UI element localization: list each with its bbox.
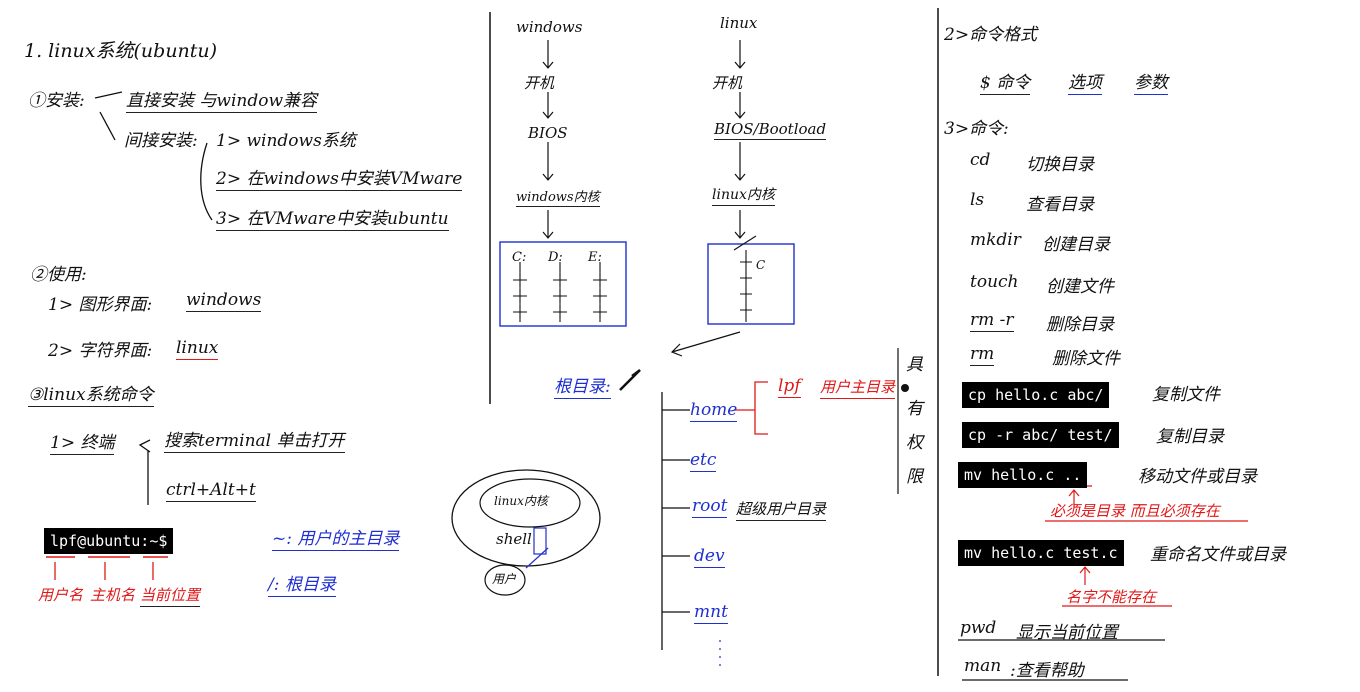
terminal-cp-file: cp hello.c abc/ (962, 382, 1110, 408)
cmd-rm: rm (970, 344, 995, 366)
cmd-rm-desc: 删除文件 (1052, 349, 1120, 369)
mv-desc: 移动文件或目录 (1138, 467, 1257, 487)
user-circle-label: 用户 (492, 572, 517, 586)
windows-drive-c: C: (512, 250, 527, 265)
lpf-dir: lpf (778, 376, 801, 398)
slash-note: /: 根目录 (268, 570, 336, 597)
command-format-label: 2>命令格式 (944, 25, 1038, 45)
rename-desc: 重命名文件或目录 (1150, 545, 1286, 565)
direct-install: 直接安装 与window兼容 (126, 86, 318, 113)
gui-value: windows (186, 290, 262, 312)
tree-etc: etc (690, 450, 717, 472)
cmd-touch-desc: 创建文件 (1046, 277, 1114, 297)
install-step-3: 3> 在VMware中安装ubuntu (216, 204, 449, 231)
prompt-location-note: 当前位置 (140, 584, 201, 607)
linux-boot-bios: BIOS/Bootload (714, 120, 827, 140)
cmd-pwd: pwd (960, 618, 997, 638)
windows-drive-e: E: (588, 250, 602, 265)
mv-dir-note: 必须是目录 而且必须存在 (1050, 502, 1220, 520)
prompt-host-note: 主机名 (90, 586, 136, 604)
terminal-mv-rename: mv hello.c test.c (958, 540, 1124, 566)
tilde-note: ~: 用户的主目录 (272, 524, 400, 551)
root-note: 超级用户目录 (736, 498, 827, 521)
install-step-1: 1> windows系统 (216, 131, 356, 151)
indirect-install: 间接安装: (124, 131, 198, 151)
cmd-mkdir-desc: 创建目录 (1042, 235, 1110, 255)
windows-boot-title: windows (516, 18, 583, 36)
cmd-man-desc: :查看帮助 (1010, 661, 1084, 681)
shell-label: shell (496, 530, 532, 548)
cmd-rm-r: rm -r (970, 310, 1014, 332)
tree-mnt: mnt (694, 602, 728, 624)
format-option: 选项 (1068, 68, 1102, 95)
install-step-2: 2> 在windows中安装VMware (216, 164, 463, 191)
terminal-label: 1> 终端 (50, 428, 115, 455)
use-label: ②使用: (30, 265, 87, 285)
cmd-mkdir: mkdir (970, 230, 1021, 250)
linux-boot-power: 开机 (712, 74, 743, 92)
cmd-touch: touch (970, 272, 1019, 292)
cmd-man: man (964, 656, 1002, 676)
cli-label: 2> 字符界面: (48, 341, 153, 361)
lpf-note: 用户主目录 (820, 376, 896, 399)
windows-boot-power: 开机 (524, 74, 555, 92)
tree-dev: dev (694, 546, 725, 568)
root-dir-label: 根目录: (554, 372, 611, 399)
terminal-cp-dir: cp -r abc/ test/ (962, 422, 1119, 448)
rename-note: 名字不能存在 (1066, 588, 1157, 606)
perm-4: 限 (906, 467, 923, 487)
terminal-prompt: lpf@ubuntu:~$ (44, 528, 174, 554)
cp-dir-desc: 复制目录 (1156, 427, 1224, 447)
linux-boot-title: linux (720, 14, 758, 32)
linux-kernel: linux内核 (712, 184, 775, 206)
gui-label: 1> 图形界面: (48, 295, 153, 315)
search-terminal: 搜索terminal 单击打开 (164, 426, 345, 453)
perm-3: 权 (906, 433, 923, 453)
cmd-ls: ls (970, 190, 985, 210)
terminal-mv-parent: mv hello.c .. (958, 462, 1088, 488)
tree-home: home (690, 400, 738, 422)
kernel-circle-label: linux内核 (494, 494, 548, 508)
cmd-rm-r-desc: 删除目录 (1046, 315, 1114, 335)
format-command: $ 命令 (980, 68, 1031, 95)
format-argument: 参数 (1134, 68, 1168, 95)
cli-value: linux (176, 338, 219, 360)
install-label: ①安装: (28, 91, 85, 111)
cmd-pwd-desc: 显示当前位置 (1016, 623, 1118, 643)
cmd-ls-desc: 查看目录 (1026, 195, 1094, 215)
commands-label: ③linux系统命令 (28, 380, 154, 407)
windows-drive-d: D: (548, 250, 563, 265)
cmd-cd: cd (970, 150, 991, 170)
cmd-cd-desc: 切换目录 (1026, 155, 1094, 175)
perm-1: 具 (906, 355, 923, 375)
windows-kernel: windows内核 (516, 186, 600, 207)
cp-file-desc: 复制文件 (1152, 385, 1220, 405)
windows-boot-bios: BIOS (528, 124, 568, 142)
linux-disk-label: C (756, 258, 766, 272)
commands-section-label: 3>命令: (944, 119, 1009, 139)
linux-system-title: 1. linux系统(ubuntu) (24, 40, 218, 62)
perm-2: 有 (906, 399, 923, 419)
shortcut-keys: ctrl+Alt+t (166, 480, 256, 502)
tree-root: root (692, 496, 728, 518)
prompt-user-note: 用户名 (38, 586, 84, 604)
